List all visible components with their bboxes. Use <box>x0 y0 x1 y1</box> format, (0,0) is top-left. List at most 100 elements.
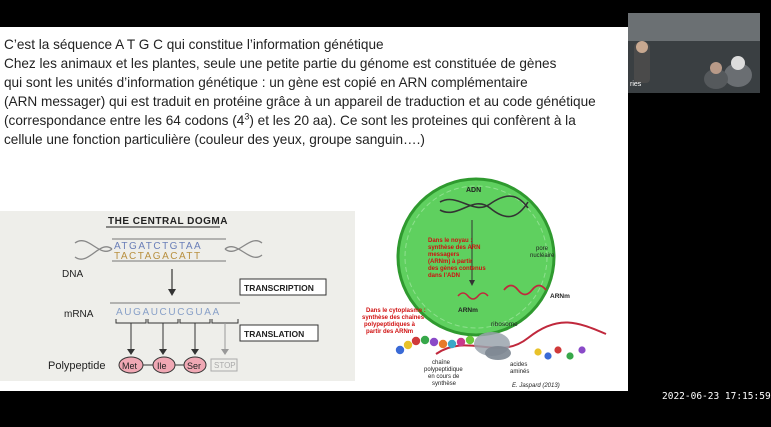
slide-line-2: Chez les animaux et les plantes, seule u… <box>4 56 557 71</box>
amino-text-2: aminés <box>510 369 529 375</box>
audience-member-2 <box>704 69 728 89</box>
slide-line-1: C’est la séquence A T G C qui constitue … <box>4 37 384 52</box>
slide-paragraph: C’est la séquence A T G C qui constitue … <box>4 35 628 149</box>
presenter-head <box>636 41 648 53</box>
central-dogma-svg: THE CENTRAL DOGMA ATGATCTGTAA TACTAGACAT… <box>48 216 327 374</box>
arnm-outer-wave <box>503 284 547 296</box>
translation-arrowhead-1 <box>127 349 135 355</box>
chain-text-3: en cours de <box>428 374 460 380</box>
slide-line-6: cellule une fonction particulière (coule… <box>4 132 425 147</box>
nucleus-text-block: Dans le noyau : synthèse des ARN message… <box>428 238 486 279</box>
amino-acid-ser <box>183 356 207 374</box>
free-aa-5 <box>578 346 586 354</box>
codon-bracket-4 <box>211 319 239 324</box>
translation-arrowhead-stop <box>221 349 229 355</box>
adn-label: ADN <box>466 187 481 194</box>
nuclear-membrane-inner <box>404 185 548 329</box>
codon-bracket-3 <box>179 319 211 324</box>
slide-line-5-sup: 3 <box>244 111 250 122</box>
arnm-inner-label: ARNm <box>458 307 478 314</box>
nucleus-text-4: (ARNm) à partir <box>428 259 473 265</box>
presenter-figure <box>634 43 650 83</box>
amino-bead-2 <box>403 340 413 350</box>
nucleus-arrowhead <box>469 280 475 286</box>
audience-head-1 <box>731 56 745 70</box>
mrna-label: mRNA <box>64 309 94 320</box>
audience-member-1 <box>724 63 752 87</box>
free-aa-2 <box>544 352 552 360</box>
chain-text-2: polypeptidique <box>424 367 463 373</box>
dna-helix-right-b <box>224 240 263 252</box>
translation-label: TRANSLATION <box>244 329 304 339</box>
amino-bead-6 <box>438 339 448 349</box>
slide-line-5b: ) et les 20 aa). Ce sont les proteines q… <box>249 113 576 128</box>
free-aa-4 <box>566 352 574 360</box>
amino-bead-5 <box>429 337 439 347</box>
dna-helix-left-b <box>74 246 113 260</box>
free-aa-1 <box>534 348 542 356</box>
dna-helix-left-a <box>74 240 113 252</box>
cytoplasm-text-block: Dans le cytoplasme : synthèse des chaîne… <box>362 308 426 335</box>
free-amino-acids <box>534 346 586 360</box>
arnm-outer-label: ARNm <box>550 293 570 300</box>
slide-line-4: (ARN messager) qui est traduit en protéi… <box>4 94 596 109</box>
stop-codon-box <box>210 358 238 372</box>
chain-text-block: chaîne polypeptidique en cours de synthè… <box>424 360 463 387</box>
codon-bracket-2 <box>147 319 179 324</box>
webcam-scene <box>628 13 760 93</box>
amino-bead-3 <box>411 336 421 346</box>
translation-arrowhead-2 <box>159 349 167 355</box>
free-aa-3 <box>554 346 562 354</box>
wall <box>628 13 760 41</box>
amino-acid-ser-label: Ser <box>187 361 201 371</box>
dna-top-sequence: ATGATCTGTAA <box>114 241 202 252</box>
slide-line-3: qui sont les unités d’information généti… <box>4 75 528 90</box>
nucleus-circle <box>396 177 556 337</box>
transcription-label: TRANSCRIPTION <box>244 283 314 293</box>
presentation-slide: C’est la séquence A T G C qui constitue … <box>0 27 628 391</box>
amino-acid-met <box>118 356 144 374</box>
stop-codon-label: STOP <box>214 361 236 370</box>
adn-helix-b <box>439 201 529 218</box>
cell-diagram: ADN Dans le noyau : synthèse des ARN mes… <box>362 177 607 389</box>
central-dogma-figure: THE CENTRAL DOGMA ATGATCTGTAA TACTAGACAT… <box>0 211 355 381</box>
pore-label-1: pore <box>536 246 549 252</box>
transcription-arrowhead <box>168 289 176 296</box>
nucleus-text-3: messagers <box>428 252 460 258</box>
translation-arrowhead-3 <box>191 349 199 355</box>
ribosome-small-subunit <box>485 346 511 360</box>
amino-bead-8 <box>456 337 466 347</box>
amino-bead-4 <box>420 335 430 345</box>
chain-text-1: chaîne <box>432 360 451 366</box>
nucleus-text-1: Dans le noyau : <box>428 238 472 244</box>
cyto-text-1: Dans le cytoplasme : <box>366 308 426 314</box>
amino-acid-ile <box>152 356 176 374</box>
polypeptide-label: Polypeptide <box>48 360 106 372</box>
polypeptide-chain <box>395 335 475 355</box>
amino-text-1: acides <box>510 362 527 368</box>
webcam-label: ries <box>630 81 642 88</box>
amino-bead-1 <box>395 345 405 355</box>
dogma-title: THE CENTRAL DOGMA <box>108 216 228 227</box>
audience-head-2 <box>710 62 722 74</box>
nucleus-text-2: synthèse des ARN <box>428 245 480 251</box>
webcam-feed: ries <box>628 13 760 93</box>
amino-acid-ile-label: Ile <box>157 361 167 371</box>
nucleus-text-5: des gènes contenus <box>428 266 486 272</box>
nucleus-text-6: dans l’ADN <box>428 273 460 279</box>
cyto-text-4: partir des ARNm <box>366 329 413 335</box>
figure-credit: E. Jaspard (2013) <box>512 383 560 389</box>
amino-acid-met-label: Met <box>122 361 138 371</box>
pore-label-2: nucléaire <box>530 253 555 259</box>
arnm-inner-wave <box>457 292 489 300</box>
chain-text-4: synthèse <box>432 381 457 387</box>
amino-bead-7 <box>447 339 457 349</box>
amino-bead-9 <box>465 335 475 345</box>
cyto-text-3: polypeptidiques à <box>364 322 416 328</box>
timestamp: 2022-06-23 17:15:59 <box>662 391 771 402</box>
translation-box <box>239 324 319 342</box>
codon-bracket-1 <box>115 319 147 324</box>
ribosome-label: ribosome <box>491 321 518 328</box>
dna-helix-right-a <box>224 246 263 258</box>
dna-label: DNA <box>62 269 83 280</box>
